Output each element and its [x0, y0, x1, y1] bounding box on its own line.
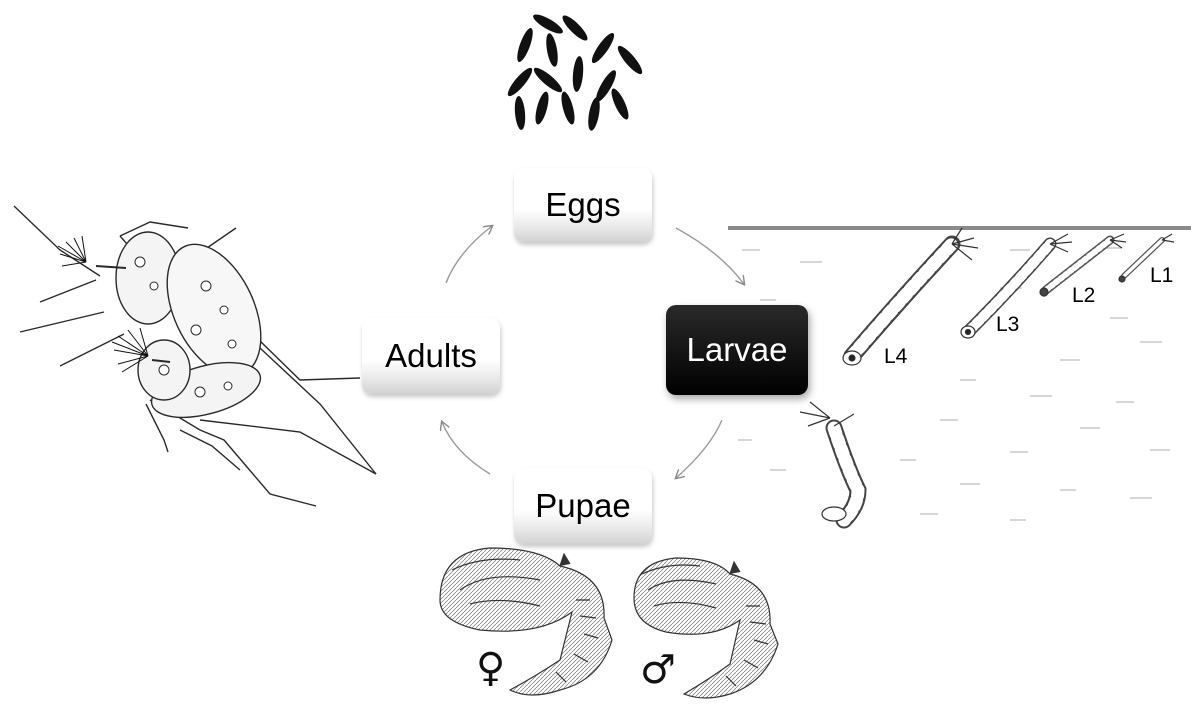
- instar-label-l2: L2: [1072, 284, 1095, 308]
- adults-illustration: [14, 206, 376, 506]
- instar-label-l1: L1: [1150, 264, 1173, 288]
- instar-label-l4: L4: [884, 345, 907, 369]
- male-symbol: ♂: [640, 650, 676, 690]
- stage-box-adults: Adults: [362, 318, 500, 394]
- female-symbol: ♀: [476, 648, 505, 688]
- stage-label-larvae: Larvae: [687, 331, 788, 369]
- stage-box-pupae: Pupae: [514, 468, 652, 544]
- larva-l4-illustration: [843, 228, 978, 365]
- stage-label-pupae: Pupae: [535, 487, 630, 525]
- pupa-female-illustration: [440, 548, 612, 695]
- arrow-pupae-to-adults: [442, 422, 490, 474]
- stage-label-eggs: Eggs: [545, 186, 620, 224]
- arrow-larvae-to-pupae: [676, 420, 722, 478]
- stage-label-adults: Adults: [385, 337, 477, 375]
- larva-feeding-illustration: [800, 402, 858, 521]
- arrow-eggs-to-larvae: [676, 228, 744, 284]
- stage-box-eggs: Eggs: [514, 168, 652, 242]
- eggs-illustration: [505, 11, 646, 131]
- stage-box-larvae: Larvae: [666, 305, 808, 395]
- instar-label-l3: L3: [996, 313, 1019, 337]
- arrow-adults-to-eggs: [446, 226, 492, 283]
